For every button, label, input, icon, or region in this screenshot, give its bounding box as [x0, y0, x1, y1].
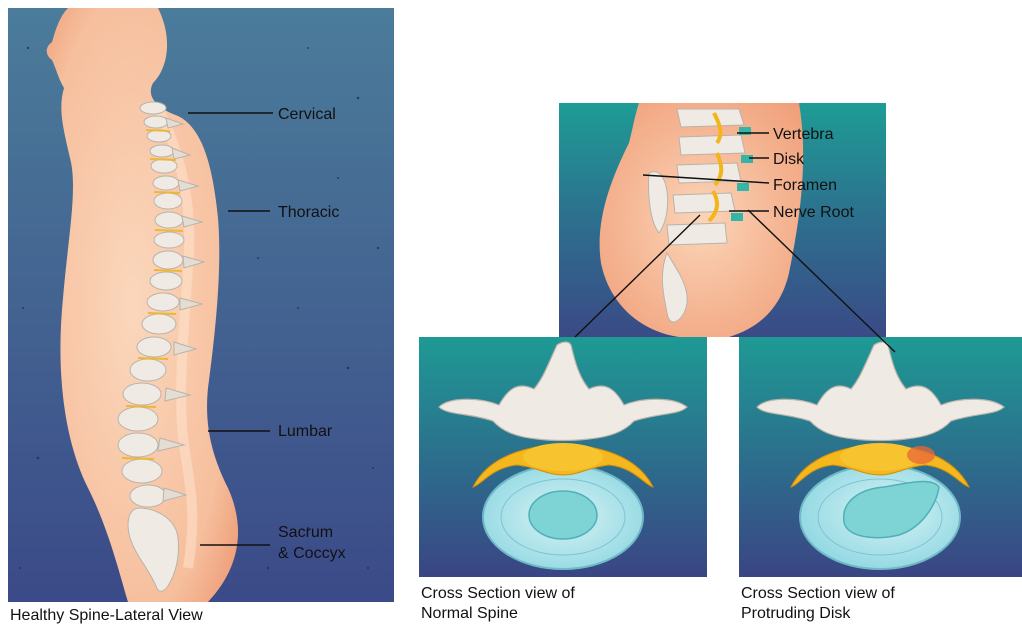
- label-cervical: Cervical: [278, 106, 336, 123]
- caption-lateral-view: Healthy Spine-Lateral View: [10, 606, 203, 626]
- label-vertebra: Vertebra: [773, 126, 834, 143]
- caption-protruding-line2: Protruding Disk: [741, 604, 895, 624]
- normal-nucleus: [529, 491, 597, 539]
- lateral-view-panel: Cervical Thoracic Lumbar Sacrum & Coccyx: [8, 8, 394, 602]
- label-coccyx: & Coccyx: [278, 545, 346, 562]
- label-disk: Disk: [773, 151, 805, 168]
- caption-protruding-line1: Cross Section view of: [741, 584, 895, 604]
- lateral-view-illustration: Cervical Thoracic Lumbar Sacrum & Coccyx: [8, 8, 394, 602]
- protrusion-highlight: [907, 446, 935, 464]
- caption-normal-spine: Cross Section view of Normal Spine: [421, 584, 575, 624]
- caption-protruding-disk: Cross Section view of Protruding Disk: [741, 584, 895, 624]
- protruding-cross-section-panel: [739, 337, 1022, 577]
- protruding-cross-section-illustration: [739, 337, 1022, 577]
- label-thoracic: Thoracic: [278, 204, 339, 221]
- normal-cross-section-panel: [419, 337, 707, 577]
- label-lumbar: Lumbar: [278, 423, 333, 440]
- detail-view-panel: Vertebra Disk Foramen Nerve Root: [559, 103, 886, 337]
- detail-view-illustration: Vertebra Disk Foramen Nerve Root: [559, 103, 886, 337]
- label-foramen: Foramen: [773, 177, 837, 194]
- caption-normal-line2: Normal Spine: [421, 604, 575, 624]
- label-nerve-root: Nerve Root: [773, 204, 854, 221]
- caption-normal-line1: Cross Section view of: [421, 584, 575, 604]
- label-sacrum: Sacrum: [278, 524, 333, 541]
- normal-cross-section-illustration: [419, 337, 707, 577]
